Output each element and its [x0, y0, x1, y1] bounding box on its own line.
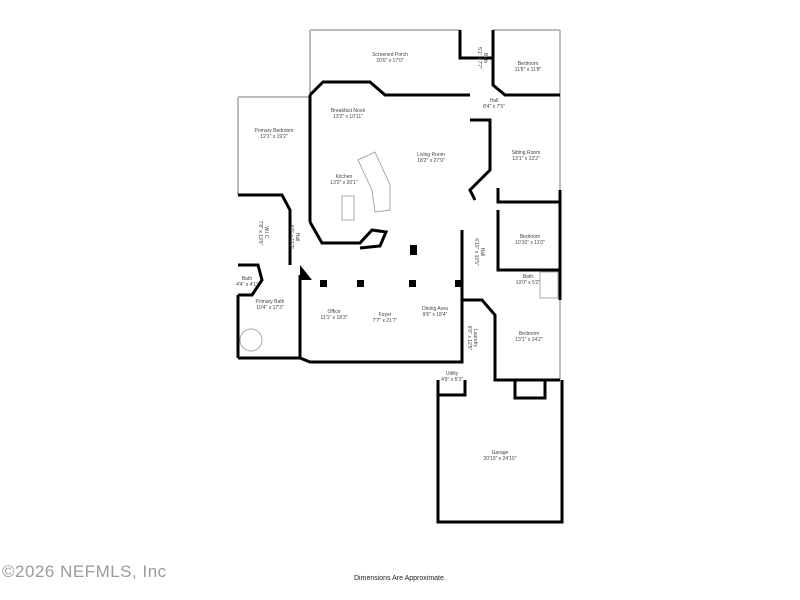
- fixtures: [239, 151, 559, 352]
- columns: [300, 245, 462, 287]
- windows: [237, 29, 561, 520]
- walls: [236, 30, 564, 524]
- dimensions-note: Dimensions Are Approximate.: [354, 575, 446, 582]
- copyright-watermark: ©2026 NEFMLS, Inc: [2, 562, 167, 581]
- room-wic: W.I.C.7'8" x 13'6": [257, 220, 269, 246]
